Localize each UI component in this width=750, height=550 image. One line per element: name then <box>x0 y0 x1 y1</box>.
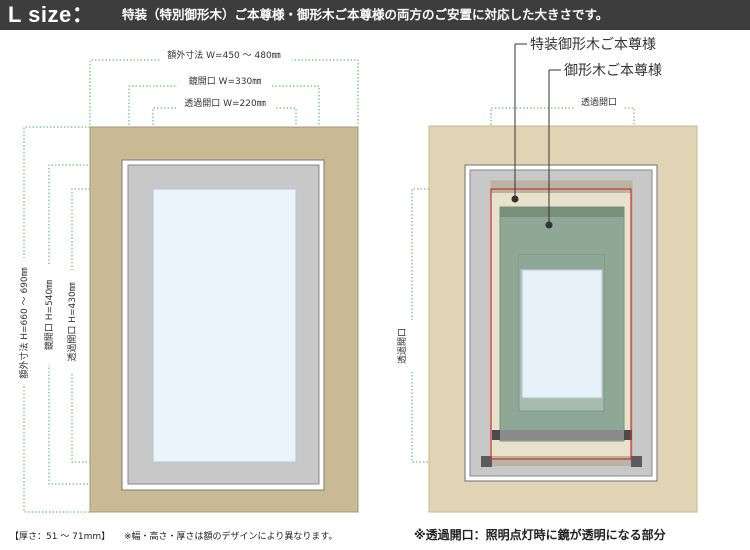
right-frame-diagram: 透過開口 透過開口 特装御形木ご本尊様 御形木ご本尊様 <box>395 36 698 513</box>
left-frame-diagram: 額外寸法 W=450 ～ 480㎜ 鏡開口 W=330㎜ 透過開口 W=220㎜… <box>14 48 359 513</box>
transparent-opening <box>152 188 297 463</box>
transparent-width-dimension-line <box>152 107 297 125</box>
scroll-rod-end-right <box>631 456 642 467</box>
outer-height-dimension-line <box>23 126 90 513</box>
special-scroll-bottom-rod <box>491 456 632 466</box>
outer-height-label: 額外寸法 H=660 ～ 690㎜ <box>18 267 30 378</box>
mirror-height-label: 鏡開口 H=540㎜ <box>43 280 55 350</box>
thickness-note: 【厚さ：51 ～ 71mm】 <box>10 532 111 542</box>
disclaimer-note: ※幅・高さ・厚さは額のデザインにより異なります。 <box>124 532 338 542</box>
scroll-inner-top-band <box>519 255 604 269</box>
standard-rod-end-left <box>492 430 500 440</box>
standard-scroll-bottom-rod <box>500 430 624 440</box>
transparent-area-outline <box>490 188 632 460</box>
transparent-height-label-right: 透過開口 <box>397 328 408 364</box>
transparent-width-dimension-line-right <box>490 107 635 125</box>
special-scroll-top-rod <box>491 181 632 193</box>
legend-special-scroll: 特装御形木ご本尊様 <box>530 36 656 53</box>
transparent-width-label: 透過開口 W=220㎜ <box>184 98 265 109</box>
standard-scroll-top-rod <box>500 207 624 217</box>
outer-width-dimension-line <box>89 59 359 125</box>
title-banner: L size： 特装（特別御形木）ご本尊様・御形木ご本尊様の両方のご安置に対応し… <box>0 0 750 30</box>
standard-rod-end-right <box>624 430 632 440</box>
leader-dot-special <box>511 195 519 203</box>
legend-standard-scroll: 御形木ご本尊様 <box>564 62 662 79</box>
banner-title: 特装（特別御形木）ご本尊様・御形木ご本尊様の両方のご安置に対応した大きさです。 <box>122 7 609 22</box>
transparent-definition-note: ※透過開口：照明点灯時に鏡が透明になる部分 <box>414 528 666 542</box>
scroll-rod-end-left <box>481 456 492 467</box>
outer-width-label: 額外寸法 W=450 ～ 480㎜ <box>167 49 280 61</box>
scroll-paper <box>521 269 603 399</box>
transparent-width-label-right: 透過開口 <box>581 97 617 108</box>
transparent-height-label: 透過開口 H=430㎜ <box>67 282 78 361</box>
size-label: L size： <box>8 2 95 27</box>
leader-dot-standard <box>545 221 553 229</box>
mirror-width-label: 鏡開口 W=330㎜ <box>189 75 261 87</box>
